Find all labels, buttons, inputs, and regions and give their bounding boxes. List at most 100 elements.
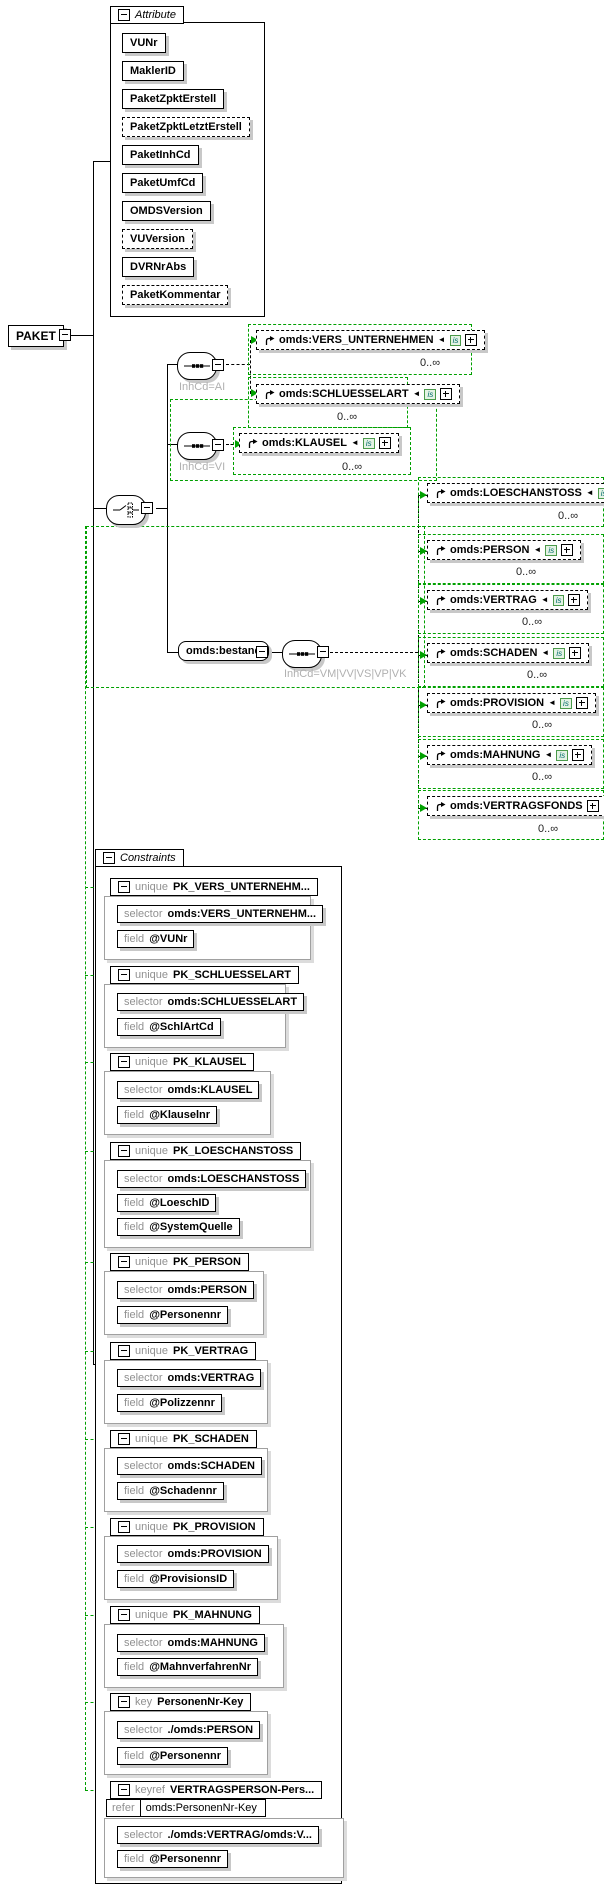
constraint-keyref-vertragsperson[interactable]: keyref VERTRAGSPERSON-Pers... (110, 1781, 323, 1799)
constraint-field[interactable]: field@LoeschID (117, 1194, 217, 1212)
element-omds-klausel[interactable]: omds:KLAUSEL ◄ is (239, 433, 399, 453)
constraint-field[interactable]: field@Schadennr (117, 1482, 224, 1500)
collapse-icon[interactable] (118, 1696, 130, 1708)
constraint-refer-row[interactable]: refer omds:PersonenNr-Key (106, 1799, 266, 1817)
constraint-key-personennr-key[interactable]: key PersonenNr-Key (110, 1693, 252, 1711)
collapse-icon[interactable] (212, 359, 224, 371)
collapse-icon[interactable] (118, 9, 130, 21)
attribute-vuversion[interactable]: VUVersion (122, 229, 194, 249)
constraint-selector[interactable]: selector./omds:VERTRAG/omds:V... (117, 1826, 319, 1844)
constraint-field[interactable]: field@Klauselnr (117, 1106, 218, 1124)
connector-line (167, 652, 178, 653)
collapse-icon[interactable] (118, 1433, 130, 1445)
attribute-paketinhcd[interactable]: PaketInhCd (122, 145, 199, 165)
choice-connector[interactable] (106, 495, 146, 525)
constraint-unique-pk-schluesselart[interactable]: unique PK_SCHLUESSELART (110, 966, 300, 984)
element-omds-vers-unternehmen[interactable]: omds:VERS_UNTERNEHMEN ◄ is (256, 330, 486, 350)
element-omds-mahnung[interactable]: omds:MAHNUNG ◄ is (427, 745, 593, 765)
element-omds-vertragsfonds[interactable]: omds:VERTRAGSFONDS (427, 796, 604, 816)
constraints-tab[interactable]: Constraints (95, 849, 184, 867)
sequence-connector-bestand[interactable] (282, 640, 322, 668)
attribute-dvrnrabs[interactable]: DVRNrAbs (122, 257, 195, 277)
attribute-maklerid[interactable]: MaklerID (122, 61, 184, 81)
expand-icon[interactable] (572, 749, 585, 761)
optional-arrow-icon (420, 491, 427, 499)
constraint-field[interactable]: field@MahnverfahrenNr (117, 1658, 258, 1676)
collapse-icon[interactable] (256, 646, 268, 658)
attributes-tab[interactable]: Attribute (110, 6, 184, 24)
constraint-field[interactable]: field@ProvisionsID (117, 1570, 235, 1588)
attribute-paketkommentar[interactable]: PaketKommentar (122, 285, 229, 305)
sequence-connector-vi[interactable] (177, 432, 217, 460)
constraint-field[interactable]: field@VUNr (117, 930, 195, 948)
element-omds-schaden[interactable]: omds:SCHADEN ◄ is (427, 643, 590, 663)
collapse-icon[interactable] (141, 502, 153, 514)
row-value: @ProvisionsID (149, 1573, 228, 1585)
collapse-icon[interactable] (118, 1521, 130, 1533)
occurrence-label: 0..∞ (522, 616, 543, 628)
element-omds-person[interactable]: omds:PERSON ◄ is (427, 540, 582, 560)
constraint-field[interactable]: field@Personennr (117, 1850, 229, 1868)
element-omds-schluesselart[interactable]: omds:SCHLUESSELART ◄ is (256, 384, 461, 404)
collapse-icon[interactable] (118, 1784, 130, 1796)
collapse-icon[interactable] (118, 969, 130, 981)
element-omds-vertrag[interactable]: omds:VERTRAG ◄ is (427, 590, 589, 610)
expand-icon[interactable] (575, 697, 588, 709)
constraint-unique-pk-vers-unternehmen[interactable]: unique PK_VERS_UNTERNEHM... (110, 878, 318, 896)
constraint-field[interactable]: field@SystemQuelle (117, 1218, 240, 1236)
collapse-icon[interactable] (118, 1145, 130, 1157)
constraint-field[interactable]: field@SchlArtCd (117, 1018, 221, 1036)
constraint-kind: key (135, 1696, 153, 1708)
constraint-field[interactable]: field@Personennr (117, 1747, 229, 1765)
element-label: omds:KLAUSEL (262, 437, 347, 449)
connector-line (268, 652, 283, 653)
collapse-icon[interactable] (118, 1256, 130, 1268)
collapse-icon[interactable] (118, 881, 130, 893)
constraint-selector[interactable]: selector./omds:PERSON (117, 1721, 261, 1739)
element-omds-bestand[interactable]: omds:bestand (178, 641, 270, 661)
expand-icon[interactable] (569, 647, 582, 659)
constraint-unique-pk-mahnung[interactable]: unique PK_MAHNUNG (110, 1606, 260, 1624)
collapse-icon[interactable] (317, 646, 329, 658)
constraint-unique-pk-klausel[interactable]: unique PK_KLAUSEL (110, 1053, 255, 1071)
expand-icon[interactable] (378, 437, 391, 449)
constraint-field[interactable]: field@Polizzennr (117, 1394, 222, 1412)
collapse-icon[interactable] (212, 439, 224, 451)
constraint-unique-pk-provision[interactable]: unique PK_PROVISION (110, 1518, 264, 1536)
expand-icon[interactable] (568, 594, 581, 606)
expand-icon[interactable] (561, 544, 574, 556)
expand-icon[interactable] (586, 800, 599, 812)
collapse-icon[interactable] (118, 1345, 130, 1357)
sequence-connector-ai[interactable] (177, 352, 217, 380)
attribute-paketzpkterstell[interactable]: PaketZpktErstell (122, 89, 225, 109)
element-paket[interactable]: PAKET (8, 325, 64, 347)
collapse-icon[interactable] (118, 1056, 130, 1068)
constraint-unique-pk-person[interactable]: unique PK_PERSON (110, 1253, 249, 1271)
expand-icon[interactable] (440, 388, 453, 400)
collapse-icon[interactable] (103, 852, 115, 864)
constraint-unique-pk-vertrag[interactable]: unique PK_VERTRAG (110, 1342, 257, 1360)
collapse-icon[interactable] (59, 329, 71, 341)
collapse-icon[interactable] (118, 1609, 130, 1621)
attribute-paketumfcd[interactable]: PaketUmfCd (122, 173, 204, 193)
expand-icon[interactable] (465, 334, 478, 346)
constraint-unique-pk-loeschanstoss[interactable]: unique PK_LOESCHANSTOSS (110, 1142, 302, 1160)
element-omds-provision[interactable]: omds:PROVISION ◄ is (427, 693, 596, 713)
element-omds-loeschanstoss[interactable]: omds:LOESCHANSTOSS ◄ is (427, 483, 604, 503)
constraint-unique-pk-schaden[interactable]: unique PK_SCHADEN (110, 1430, 257, 1448)
optional-arrow-icon (251, 336, 258, 344)
constraint-field[interactable]: field@Personennr (117, 1306, 229, 1324)
attribute-paketzpktletzterstell[interactable]: PaketZpktLetztErstell (122, 117, 250, 137)
attribute-vunr[interactable]: VUNr (122, 33, 166, 53)
attribute-omdsversion[interactable]: OMDSVersion (122, 201, 211, 221)
